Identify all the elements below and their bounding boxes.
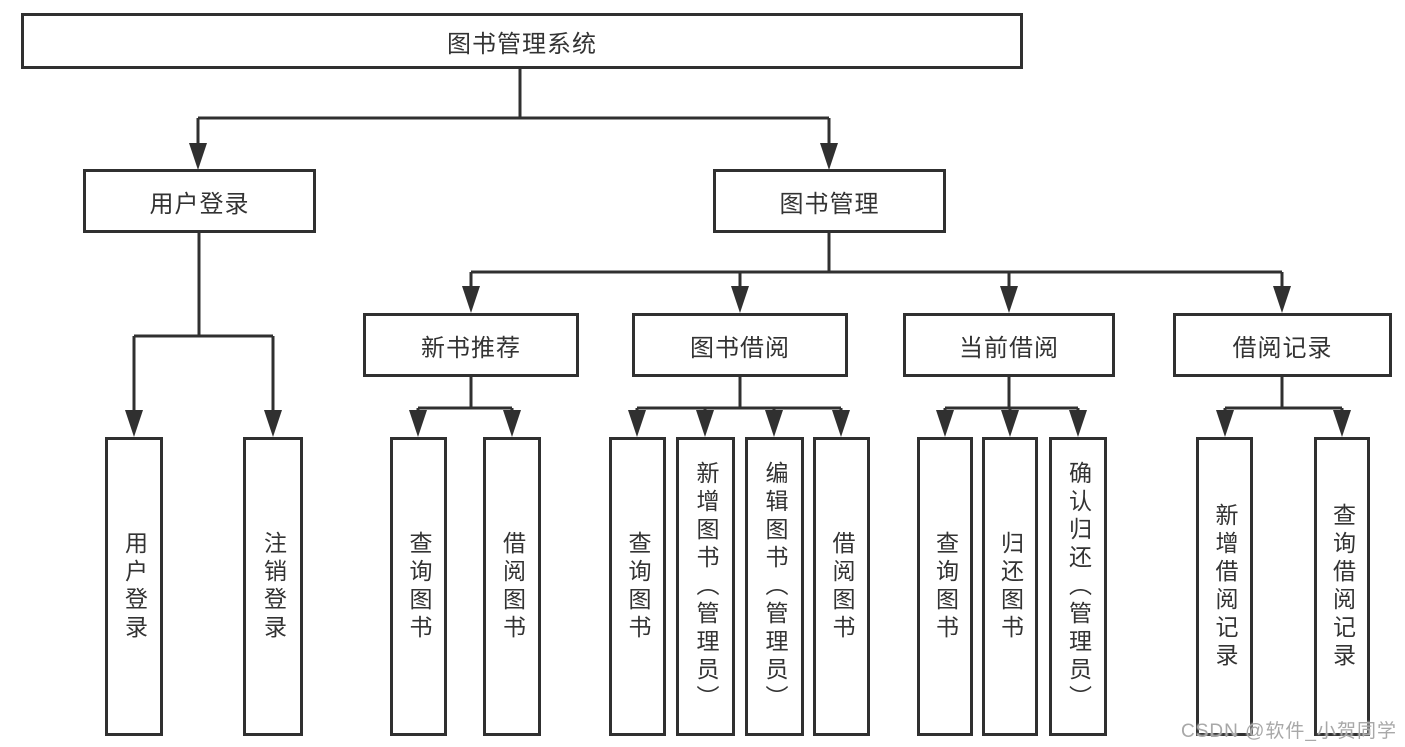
node-label: 查询借阅记录	[1329, 502, 1356, 671]
leaf-user-login: 用户登录	[105, 437, 163, 736]
node-label: 图书管理系统	[447, 30, 597, 58]
node-label: 新增借阅记录	[1212, 502, 1238, 671]
node-label: 用户登录	[149, 190, 250, 218]
node-label: 查询图书	[406, 530, 432, 643]
node-label: 借阅图书	[829, 530, 855, 643]
node-label: 图书借阅	[690, 334, 790, 362]
node-user-login-branch: 用户登录	[83, 169, 316, 233]
node-label: 用户登录	[121, 530, 148, 643]
node-new-book-recommend: 新书推荐	[363, 313, 579, 377]
node-library-management-system: 图书管理系统	[21, 13, 1023, 69]
node-label: 查询图书	[625, 530, 651, 643]
leaf-borrow-books-recommend: 借阅图书	[483, 437, 541, 736]
node-book-management-branch: 图书管理	[713, 169, 946, 233]
leaf-query-borrow-record: 查询借阅记录	[1314, 437, 1370, 736]
leaf-add-books-admin: 新增图书（管理员）	[676, 437, 735, 736]
node-current-borrowing: 当前借阅	[903, 313, 1115, 377]
node-label: 注销登录	[260, 530, 287, 643]
node-label: 归还图书	[997, 530, 1024, 643]
node-label: 图书管理	[779, 190, 880, 218]
leaf-edit-books-admin: 编辑图书（管理员）	[745, 437, 804, 736]
node-label: 借阅图书	[499, 530, 526, 643]
node-label: 确认归还（管理员）	[1065, 460, 1092, 713]
node-book-borrowing: 图书借阅	[632, 313, 848, 377]
leaf-query-books-recommend: 查询图书	[390, 437, 447, 736]
leaf-query-books-current: 查询图书	[917, 437, 973, 736]
node-label: 查询图书	[932, 530, 959, 643]
leaf-borrow-books-borrowing: 借阅图书	[813, 437, 870, 736]
node-label: 借阅记录	[1232, 334, 1333, 362]
node-label: 新增图书（管理员）	[693, 460, 719, 713]
leaf-return-books: 归还图书	[982, 437, 1038, 736]
leaf-query-books-borrowing: 查询图书	[609, 437, 666, 736]
node-label: 当前借阅	[959, 334, 1059, 362]
node-label: 新书推荐	[421, 334, 521, 362]
csdn-watermark: CSDN @软件_小贺同学	[1181, 721, 1397, 742]
leaf-add-borrow-record: 新增借阅记录	[1196, 437, 1253, 736]
node-label: 编辑图书（管理员）	[762, 460, 788, 713]
leaf-logout: 注销登录	[243, 437, 303, 736]
leaf-confirm-return-admin: 确认归还（管理员）	[1049, 437, 1107, 736]
node-borrowing-records: 借阅记录	[1173, 313, 1392, 377]
arrowheads	[125, 143, 1351, 437]
